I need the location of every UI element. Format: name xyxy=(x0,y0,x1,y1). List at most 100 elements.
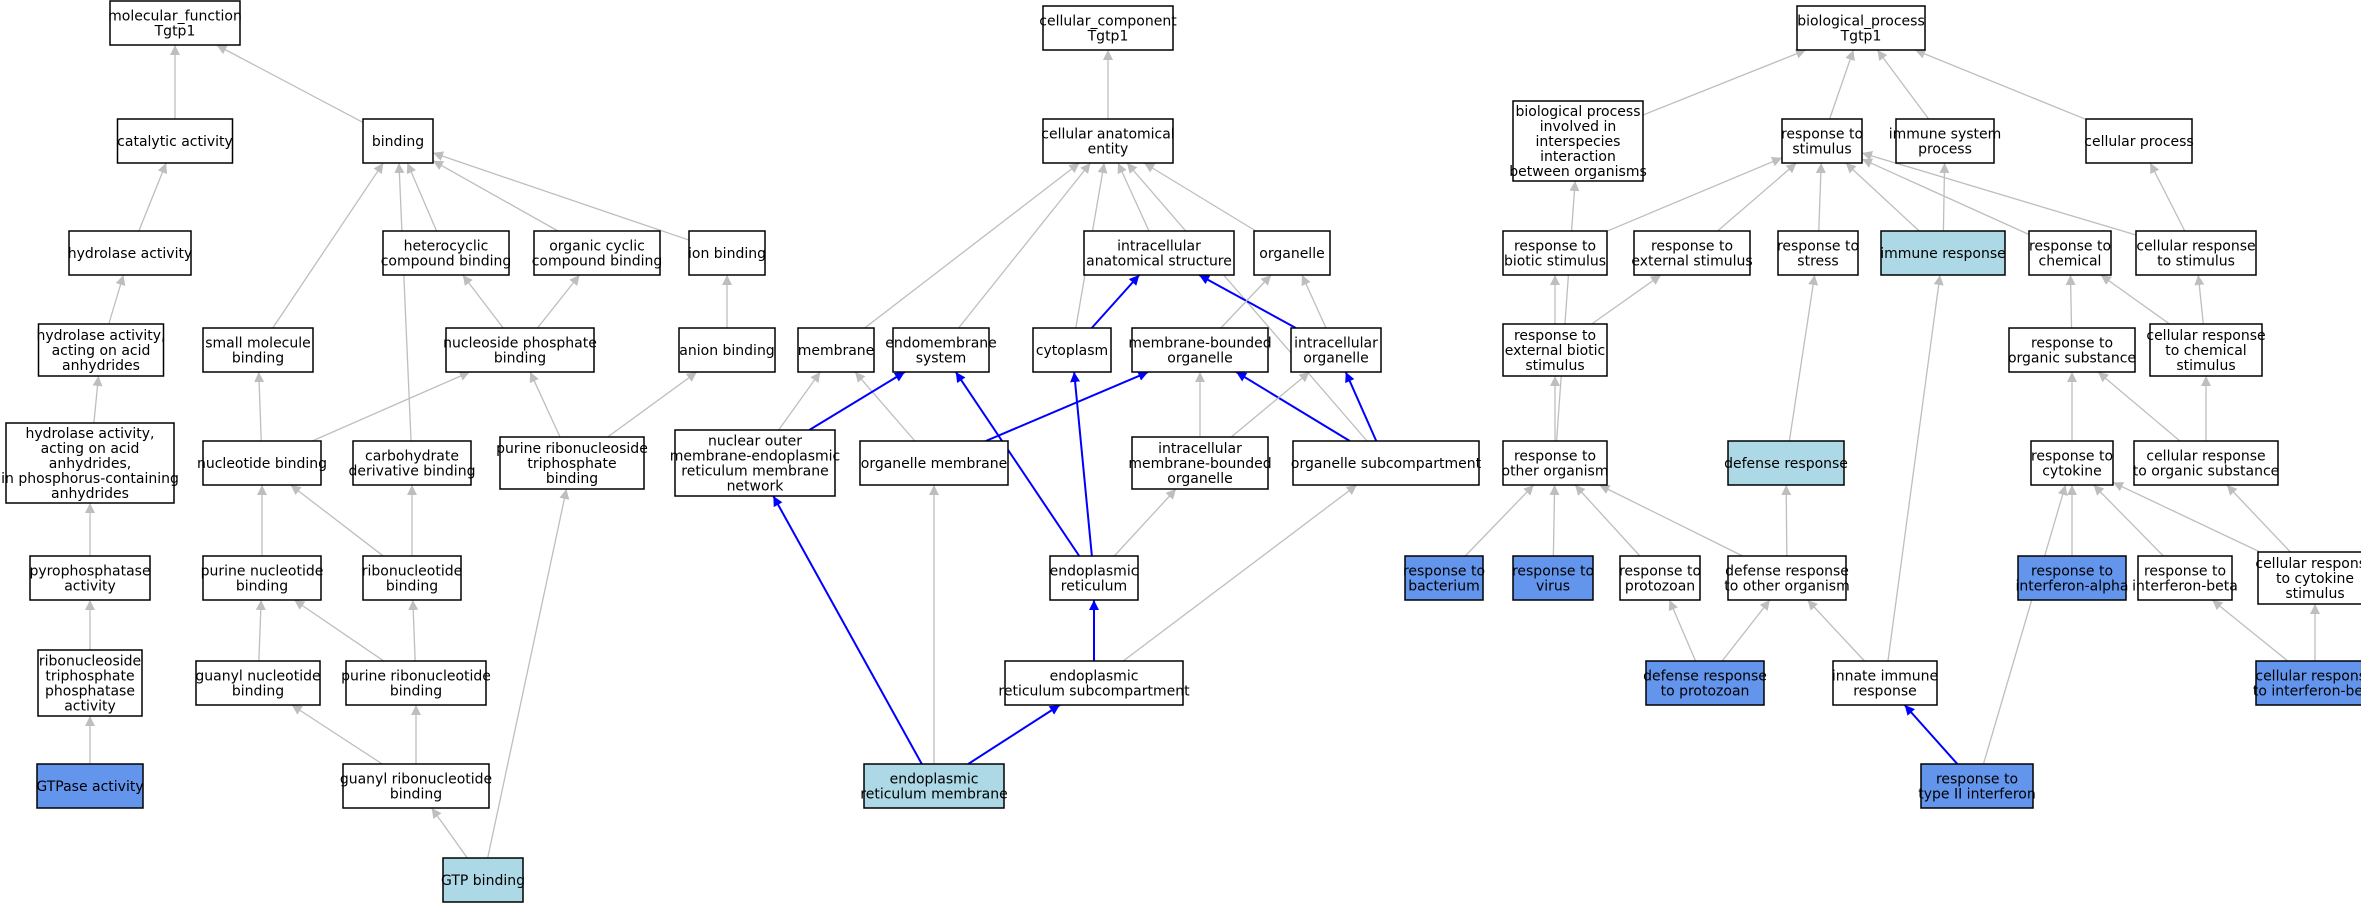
edge-defproto-to-rproto xyxy=(1668,599,1697,662)
go-term-label: Tgtp1 xyxy=(1840,29,1882,45)
go-term-box xyxy=(678,327,776,373)
go-term-label: cellular response xyxy=(2136,239,2255,255)
edge-binding-to-mf xyxy=(216,44,364,124)
edge-guanyl_rib-to-guanyl xyxy=(291,704,383,765)
go-term-label: cytokine xyxy=(2042,464,2102,480)
go-term-node-hyd_acid: hydrolase activity,acting on acidanhydri… xyxy=(37,323,166,377)
edge-rstress-to-rstim xyxy=(1815,162,1826,232)
edge-crorg-to-rorgsub xyxy=(2097,371,2181,442)
edge-carb-to-binding xyxy=(394,162,412,442)
go-term-label: binding xyxy=(390,684,442,700)
go-term-label: hydrolase activity xyxy=(68,246,193,262)
edge-hetero-to-binding xyxy=(406,162,438,232)
go-term-node-binding: binding xyxy=(362,118,434,164)
edge-crstim-to-cellproc xyxy=(2149,162,2186,232)
go-term-label: cytoplasm xyxy=(1036,343,1108,359)
go-term-label: anhydrides xyxy=(51,486,129,502)
go-term-box xyxy=(445,327,595,373)
go-term-box xyxy=(1619,555,1701,601)
go-term-box xyxy=(1777,230,1859,276)
go-term-label: anatomical structure xyxy=(1086,254,1232,270)
go-term-box xyxy=(36,763,144,809)
go-term-label: endoplasmic xyxy=(1050,669,1139,685)
edge-defother-to-rother xyxy=(1599,484,1743,557)
go-term-label: network xyxy=(727,479,785,495)
go-term-box xyxy=(499,436,645,490)
go-term-box xyxy=(382,230,510,276)
go-term-label: cellular process xyxy=(2084,134,2193,150)
go-term-label: immune system xyxy=(1889,127,2002,143)
edge-prnt-to-anion xyxy=(607,371,698,438)
go-term-label: cellular_component xyxy=(1039,14,1177,30)
go-term-box xyxy=(2008,327,2136,373)
go-term-box xyxy=(342,763,490,809)
go-term-box xyxy=(1512,100,1644,182)
go-term-label: catalytic activity xyxy=(117,134,233,150)
go-term-label: reticulum membrane xyxy=(681,464,828,480)
go-term-box xyxy=(37,649,143,717)
go-term-label: response to xyxy=(2029,239,2111,255)
go-term-label: ribonucleoside xyxy=(39,654,141,670)
edge-nucleotide-to-nuc_phos xyxy=(311,371,471,442)
edge-rvirus-to-rother xyxy=(1549,484,1560,557)
go-term-label: in phosphorus-containing xyxy=(1,471,179,487)
go-term-box xyxy=(1253,230,1331,276)
go-term-node-hydrolase: hydrolase activity xyxy=(68,230,193,276)
go-term-label: phosphatase xyxy=(45,684,135,700)
go-term-node-cytoplasm: cytoplasm xyxy=(1032,327,1112,373)
go-term-label: purine ribonucleoside xyxy=(496,441,648,457)
edge-io-to-organelle xyxy=(1301,274,1327,329)
go-term-label: to organic substance xyxy=(2133,464,2280,480)
go-term-label: organic substance xyxy=(2008,351,2136,367)
go-term-node-organelle: organelle xyxy=(1253,230,1331,276)
edge-guanyl-to-purine_nuc xyxy=(255,599,266,662)
go-term-box xyxy=(1727,555,1847,601)
go-term-box xyxy=(1895,118,1995,164)
edge-orgcyc-to-binding xyxy=(432,160,559,232)
go-term-label: endoplasmic xyxy=(890,772,979,788)
go-term-label: organelle subcompartment xyxy=(1291,456,1482,472)
go-term-box xyxy=(442,857,524,903)
go-term-label: biological_process xyxy=(1797,14,1925,30)
edge-osub-to-io xyxy=(1344,371,1378,442)
go-term-label: purine ribonucleotide xyxy=(341,669,491,685)
go-term-box xyxy=(2085,118,2193,164)
edge-rifng-to-rcyto xyxy=(1982,484,2068,765)
go-term-label: organelle xyxy=(1259,246,1324,262)
go-term-label: anion binding xyxy=(679,343,774,359)
edge-organelle-to-cae xyxy=(1143,162,1257,232)
go-term-box xyxy=(1042,118,1174,164)
go-term-label: system xyxy=(916,351,967,367)
go-term-box xyxy=(1131,327,1269,373)
go-term-node-catalytic: catalytic activity xyxy=(116,118,234,164)
go-term-box xyxy=(1781,118,1863,164)
go-term-label: organic cyclic xyxy=(549,239,645,255)
go-term-box xyxy=(68,230,192,276)
go-term-node-orgmem: organelle membrane xyxy=(859,440,1009,486)
edge-defresp-to-rstress xyxy=(1788,274,1819,442)
go-term-label: binding xyxy=(390,787,442,803)
edge-er-to-imbo xyxy=(1113,488,1177,557)
go-term-box xyxy=(202,555,322,601)
go-term-label: hydrolase activity, xyxy=(37,328,166,344)
go-term-label: binding xyxy=(372,134,424,150)
go-term-label: compound binding xyxy=(532,254,663,270)
go-term-box xyxy=(345,660,487,706)
